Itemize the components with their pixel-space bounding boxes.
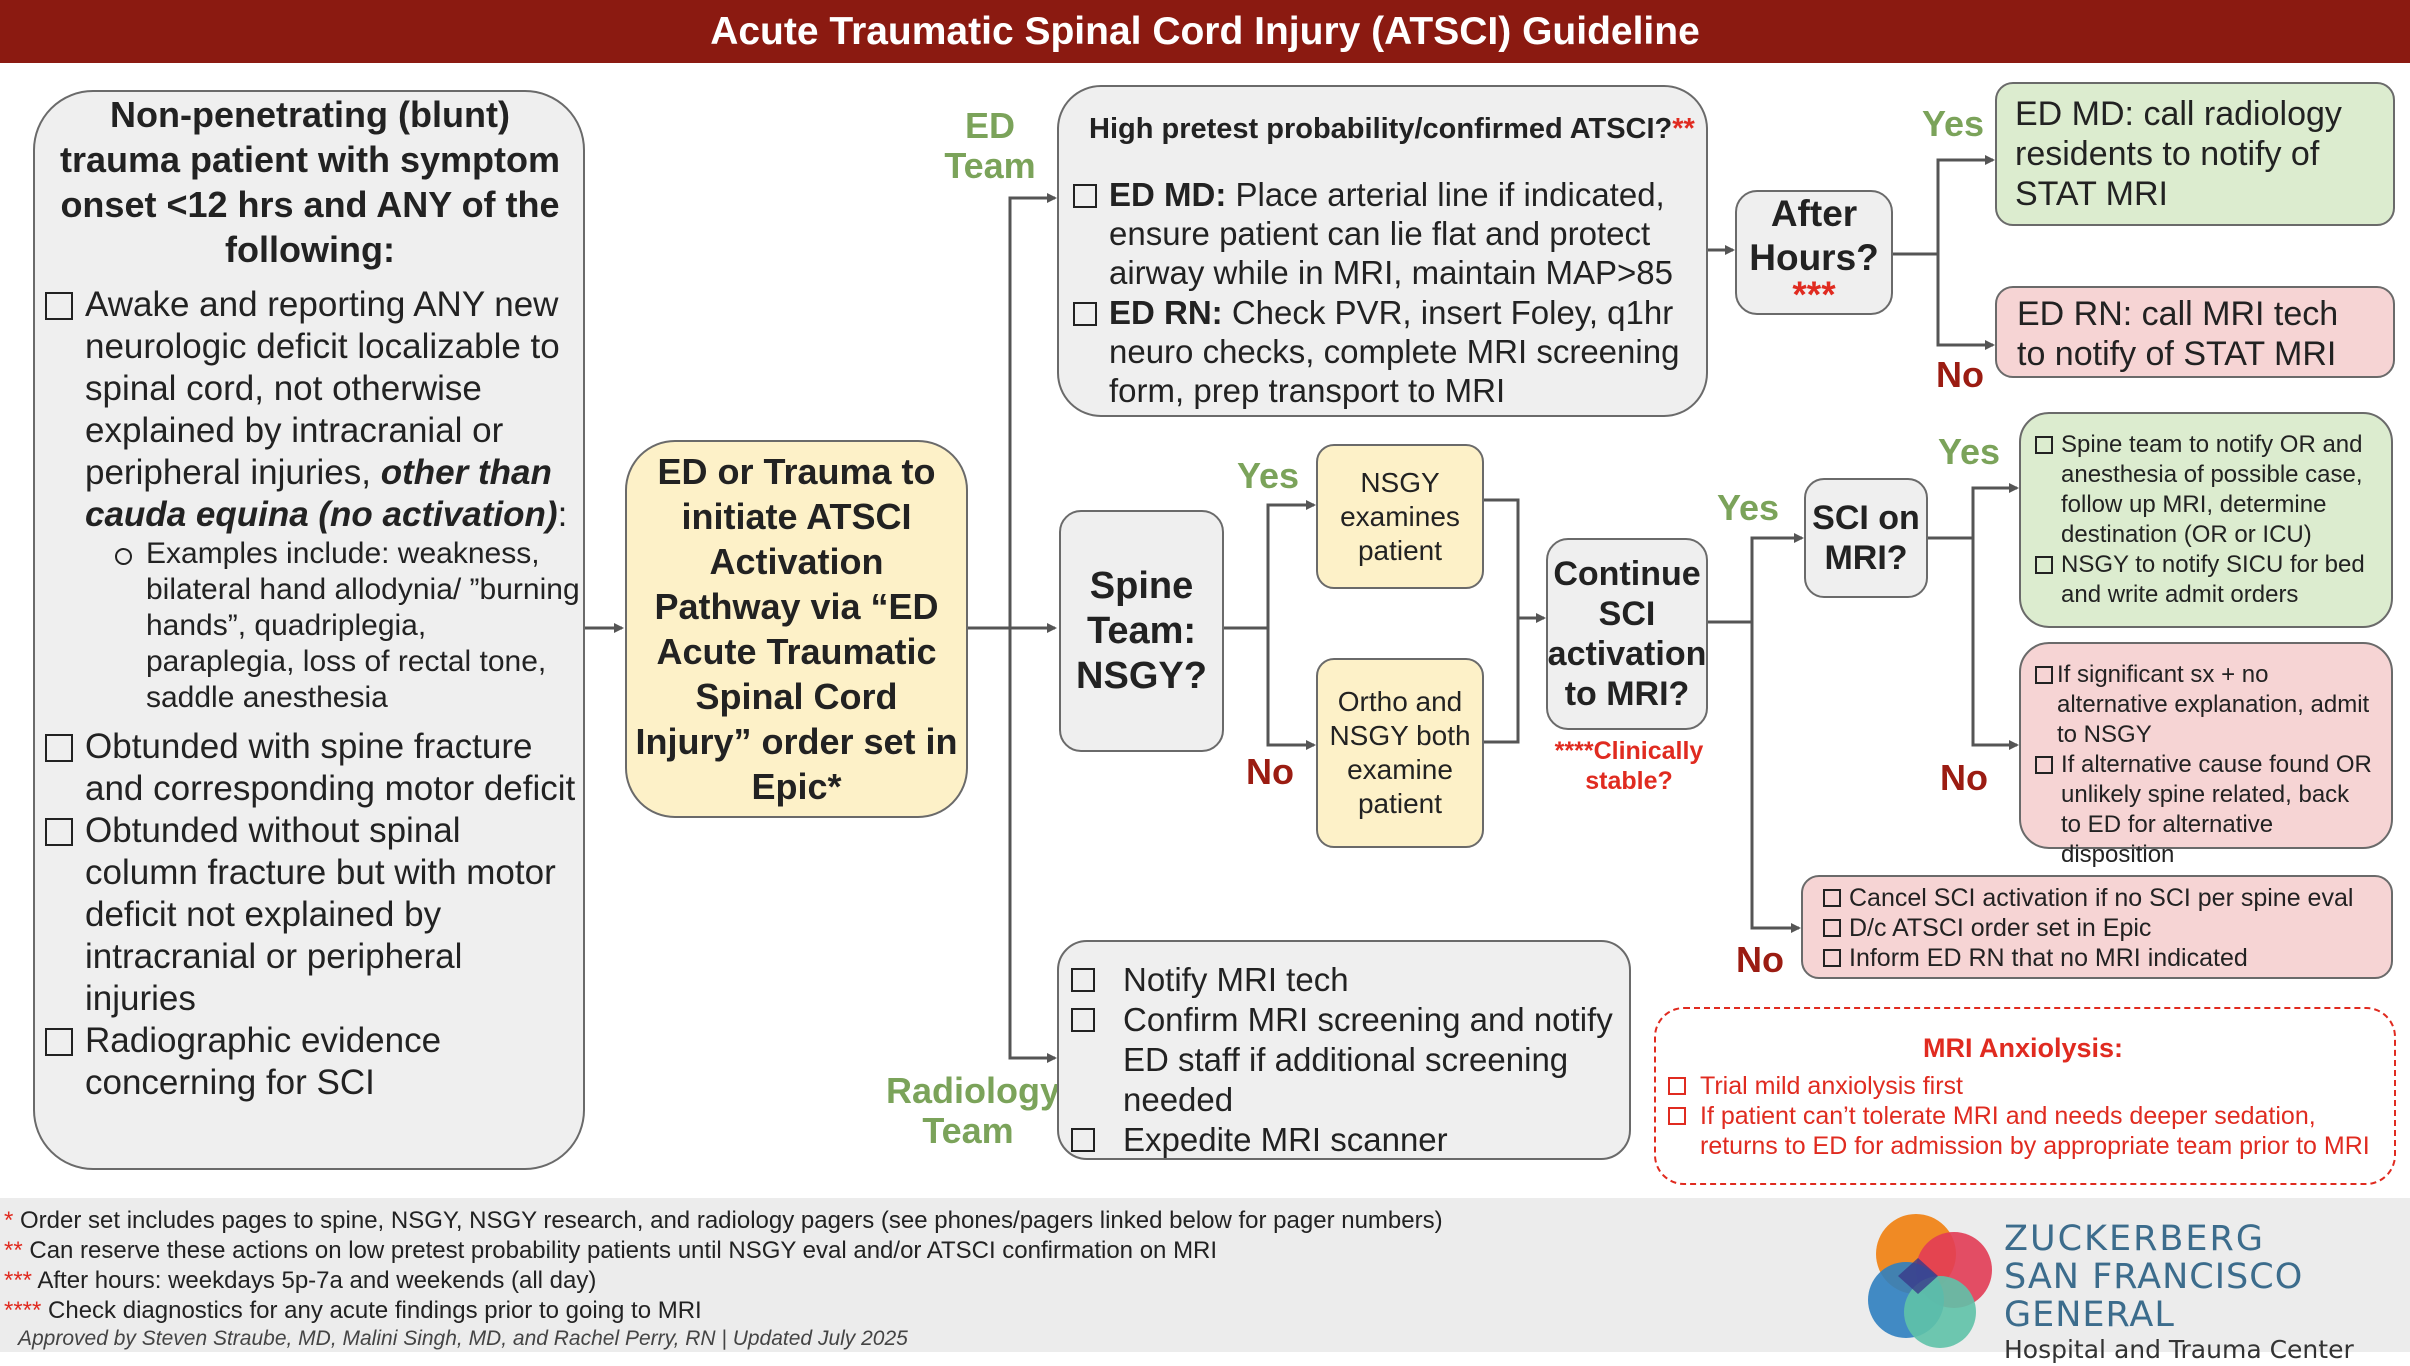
- cancel-item: Inform ED RN that no MRI indicated: [1823, 943, 2375, 973]
- sci-yes: Yes: [1937, 431, 2001, 472]
- hospital-logo-icon: [1868, 1214, 1992, 1348]
- radiology-residents-box: ED MD: call radiology residents to notif…: [1995, 82, 2395, 226]
- ed-box-title: High pretest probability/confirmed ATSCI…: [1089, 113, 1695, 145]
- checkbox-icon: [45, 734, 73, 762]
- after-hours-no: No: [1936, 354, 1984, 395]
- checkbox-icon: [1073, 184, 1097, 208]
- checkbox-icon: [1668, 1107, 1686, 1125]
- footer: * Order set includes pages to spine, NSG…: [0, 1198, 2410, 1364]
- ed-md-item: ED MD: Place arterial line if indicated,…: [1073, 175, 1688, 292]
- mri-tech-box: ED RN: call MRI tech to notify of STAT M…: [1995, 286, 2395, 378]
- anxiolysis-item: Trial mild anxiolysis first: [1668, 1071, 2378, 1101]
- ed-rn-item: ED RN: Check PVR, insert Foley, q1hr neu…: [1073, 293, 1688, 410]
- sci-yes-box: Spine team to notify OR and anesthesia o…: [2019, 412, 2393, 628]
- anxiolysis-box: MRI Anxiolysis: Trial mild anxiolysis fi…: [1654, 1007, 2396, 1185]
- sci-on-mri-box: SCI on MRI?: [1804, 478, 1928, 598]
- criteria-heading: Non-penetrating (blunt) trauma patient w…: [59, 94, 561, 270]
- continue-box: Continue SCI activation to MRI?: [1546, 538, 1708, 730]
- anxiolysis-item: If patient can’t tolerate MRI and needs …: [1668, 1101, 2378, 1161]
- sci-yes-item: NSGY to notify SICU for bed and write ad…: [2035, 550, 2375, 610]
- page-title: Acute Traumatic Spinal Cord Injury (ATSC…: [0, 0, 2410, 63]
- checkbox-icon: [1823, 919, 1841, 937]
- footnote: ** Can reserve these actions on low pret…: [4, 1237, 1218, 1264]
- checkbox-icon: [2035, 436, 2053, 454]
- checkbox-icon: [2035, 556, 2053, 574]
- sci-yes-item: Spine team to notify OR and anesthesia o…: [2035, 430, 2375, 550]
- criteria-item: Obtunded without spinal column fracture …: [45, 810, 581, 1020]
- ed-team-label: ED Team: [944, 105, 1036, 186]
- criteria-item: Obtunded with spine fracture and corresp…: [45, 726, 581, 810]
- checkbox-icon: [1668, 1077, 1686, 1095]
- criteria-subitem: Examples include: weakness, bilateral ha…: [45, 536, 581, 716]
- nsgy-box: NSGY examines patient: [1316, 444, 1484, 589]
- sci-no: No: [1940, 757, 1988, 798]
- criteria-box: Non-penetrating (blunt) trauma patient w…: [33, 90, 585, 1170]
- checkbox-icon: [45, 292, 73, 320]
- cancel-item: Cancel SCI activation if no SCI per spin…: [1823, 883, 2375, 913]
- checkbox-icon: [1073, 302, 1097, 326]
- logo-text: ZUCKERBERG SAN FRANCISCO GENERAL Hospita…: [2004, 1219, 2354, 1364]
- anxiolysis-title: MRI Anxiolysis:: [1922, 1033, 2124, 1063]
- sci-no-box: If significant sx + no alternative expla…: [2019, 642, 2393, 868]
- spine-yes: Yes: [1236, 455, 1300, 496]
- continue-yes: Yes: [1716, 487, 1780, 528]
- radiology-team-label: Radiology Team: [886, 1070, 1061, 1151]
- clinically-stable-note: ****Clinically stable?: [1554, 737, 1704, 795]
- checkbox-icon: [1071, 1128, 1095, 1152]
- checkbox-icon: [1071, 1008, 1095, 1032]
- cancel-item: D/c ATSCI order set in Epic: [1823, 913, 2375, 943]
- checkbox-icon: [1823, 889, 1841, 907]
- criteria-list: Awake and reporting ANY new neurologic d…: [45, 284, 581, 1104]
- checkbox-icon: [1071, 968, 1095, 992]
- ortho-nsgy-box: Ortho and NSGY both examine patient: [1316, 658, 1484, 848]
- ed-actions-box: High pretest probability/confirmed ATSCI…: [1057, 85, 1708, 417]
- radiology-box: Notify MRI tech Confirm MRI screening an…: [1057, 940, 1631, 1160]
- spine-team-box: Spine Team: NSGY?: [1059, 510, 1224, 752]
- checkbox-icon: [1823, 949, 1841, 967]
- checkbox-icon: [45, 1028, 73, 1056]
- radiology-item: Confirm MRI screening and notify ED staf…: [1071, 1000, 1615, 1120]
- footnote: * Order set includes pages to spine, NSG…: [4, 1207, 1443, 1234]
- radiology-item: Notify MRI tech: [1071, 960, 1615, 1000]
- cancel-activation-box: Cancel SCI activation if no SCI per spin…: [1801, 875, 2393, 979]
- after-hours-box: After Hours? ***: [1735, 190, 1893, 315]
- spine-no: No: [1246, 751, 1294, 792]
- initiate-box: ED or Trauma to initiate ATSCI Activatio…: [625, 440, 968, 818]
- sci-no-item: If significant sx + no alternative expla…: [2035, 660, 2375, 750]
- checkbox-icon: [2035, 666, 2053, 684]
- criteria-item: Radiographic evidence concerning for SCI: [45, 1020, 581, 1104]
- approval-note: Approved by Steven Straube, MD, Malini S…: [18, 1327, 908, 1350]
- bullet-icon: [115, 548, 132, 565]
- radiology-item: Expedite MRI scanner: [1071, 1120, 1615, 1160]
- footnote: *** After hours: weekdays 5p-7a and week…: [4, 1267, 597, 1294]
- checkbox-icon: [2035, 756, 2053, 774]
- footnote: **** Check diagnostics for any acute fin…: [4, 1297, 702, 1324]
- criteria-item: Awake and reporting ANY new neurologic d…: [45, 284, 581, 536]
- after-hours-yes: Yes: [1921, 103, 1985, 144]
- continue-no: No: [1736, 939, 1784, 980]
- sci-no-item: If alternative cause found OR unlikely s…: [2035, 750, 2375, 870]
- checkbox-icon: [45, 818, 73, 846]
